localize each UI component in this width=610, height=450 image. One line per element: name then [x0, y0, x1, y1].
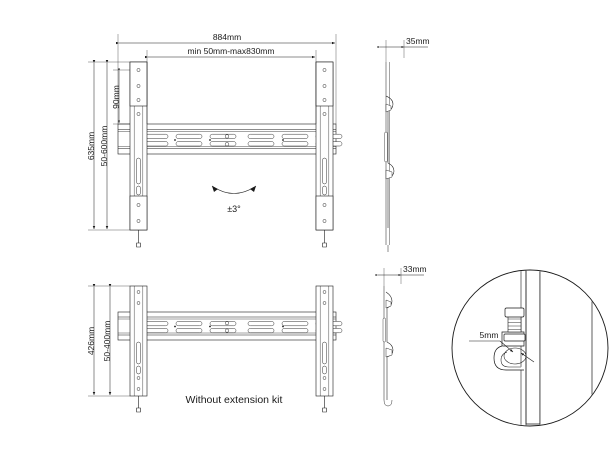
- bottom-side-view: [375, 268, 424, 407]
- top-horizontal-rail: [117, 123, 343, 155]
- top-right-vertical-post: [315, 61, 334, 248]
- dim-top-overall-width: 884mm: [213, 32, 241, 42]
- bottom-horizontal-rail: [117, 311, 343, 341]
- bottom-view-dimensions: [88, 284, 130, 397]
- dim-bottom-overall-height: 426mm: [86, 327, 96, 355]
- dim-bottom-vesa-height: 50-400mm: [102, 321, 112, 362]
- detail-circle-view: [451, 269, 609, 427]
- top-front-view: [117, 61, 343, 248]
- drawing-caption: Without extension kit: [186, 394, 283, 406]
- top-view-dimensions: [88, 34, 337, 231]
- top-left-vertical-post: [129, 61, 148, 248]
- bottom-front-view: [117, 285, 343, 413]
- bottom-left-vertical-post: [129, 285, 148, 413]
- bottom-right-vertical-post: [315, 285, 334, 413]
- dim-top-offset: 90mm: [111, 85, 121, 109]
- dim-top-inner-width: min 50mm-max830mm: [188, 46, 275, 56]
- tilt-angle-label: ±3°: [227, 204, 241, 214]
- dim-detail-gap: 5mm: [480, 330, 499, 340]
- dim-bottom-side-depth: 33mm: [403, 264, 427, 274]
- top-side-view: [377, 40, 428, 252]
- tilt-angle-symbol: [211, 185, 257, 194]
- dim-top-vesa-height: 50-600mm: [99, 126, 109, 167]
- dim-top-side-depth: 35mm: [406, 36, 430, 46]
- dim-top-overall-height: 635mm: [86, 132, 96, 160]
